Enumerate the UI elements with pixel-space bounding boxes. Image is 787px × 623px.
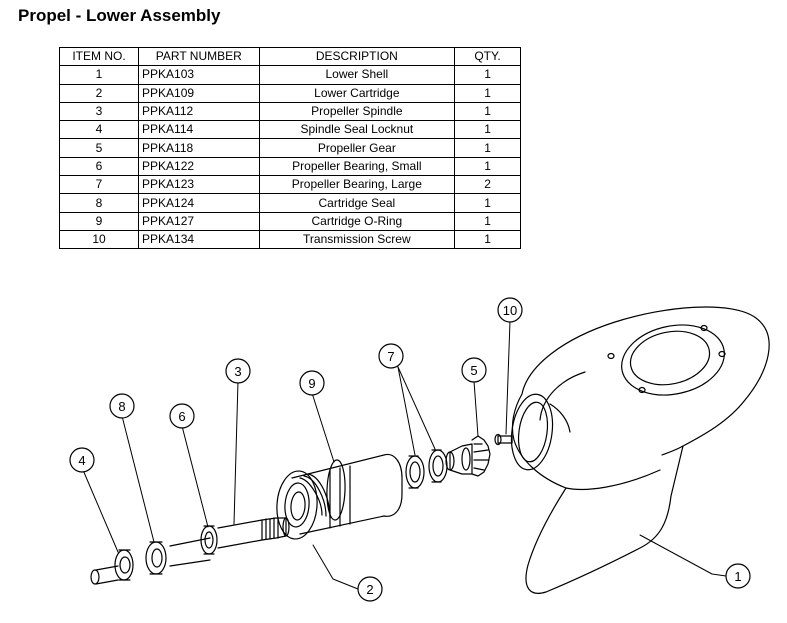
svg-text:3: 3: [234, 364, 241, 379]
cell-part-number: PPKA112: [138, 101, 260, 122]
propeller-spindle-part: [169, 517, 290, 567]
cell-description: Transmission Screw: [258, 229, 456, 250]
svg-text:2: 2: [366, 582, 373, 597]
page-title: Propel - Lower Assembly: [18, 6, 221, 25]
table-header-row: ITEM NO. PART NUMBER DESCRIPTION QTY.: [58, 46, 521, 67]
header-part-number: PART NUMBER: [138, 46, 260, 67]
balloon-7: 7: [378, 343, 404, 369]
cell-description: Propeller Bearing, Small: [258, 156, 456, 177]
large-bearing-part-b: [405, 455, 425, 489]
cell-part-number: PPKA134: [138, 229, 260, 250]
balloon-5: 5: [461, 357, 487, 383]
cell-description: Cartridge O-Ring: [258, 211, 456, 231]
lower-cartridge-part: [276, 453, 403, 540]
cartridge-o-ring-part: [326, 459, 346, 521]
cell-part-number: PPKA123: [138, 175, 260, 195]
balloon-3: 3: [225, 358, 251, 384]
balloon-1: 1: [725, 563, 751, 589]
balloon-8: 8: [109, 393, 135, 419]
cell-part-number: PPKA109: [138, 83, 260, 103]
cell-part-number: PPKA118: [138, 138, 260, 158]
cell-qty: 1: [454, 229, 521, 250]
spindle-seal-locknut-part: [90, 549, 134, 585]
svg-text:8: 8: [118, 399, 125, 414]
svg-text:5: 5: [470, 363, 477, 378]
small-bearing-part: [200, 525, 218, 555]
cell-description: Propeller Gear: [258, 138, 456, 158]
propeller-gear-part: [445, 435, 491, 477]
svg-text:1: 1: [734, 569, 741, 584]
cell-item-no: 10: [58, 229, 140, 250]
balloon-9: 9: [299, 370, 325, 396]
cell-qty: 1: [454, 101, 521, 122]
balloon-4: 4: [69, 447, 95, 473]
cartridge-seal-part: [145, 541, 167, 575]
large-bearing-part-a: [428, 449, 448, 483]
balloon-6: 6: [169, 403, 195, 429]
svg-text:9: 9: [308, 376, 315, 391]
balloon-10: 10: [497, 297, 523, 323]
leader-lines: [82, 320, 727, 590]
svg-text:7: 7: [387, 349, 394, 364]
balloon-2: 2: [357, 576, 383, 602]
svg-text:10: 10: [503, 303, 517, 318]
svg-text:4: 4: [78, 453, 85, 468]
transmission-screw-part: [494, 433, 513, 446]
svg-text:6: 6: [178, 409, 185, 424]
cell-description: Propeller Bearing, Large: [258, 175, 456, 195]
lower-shell-part: [510, 306, 770, 594]
